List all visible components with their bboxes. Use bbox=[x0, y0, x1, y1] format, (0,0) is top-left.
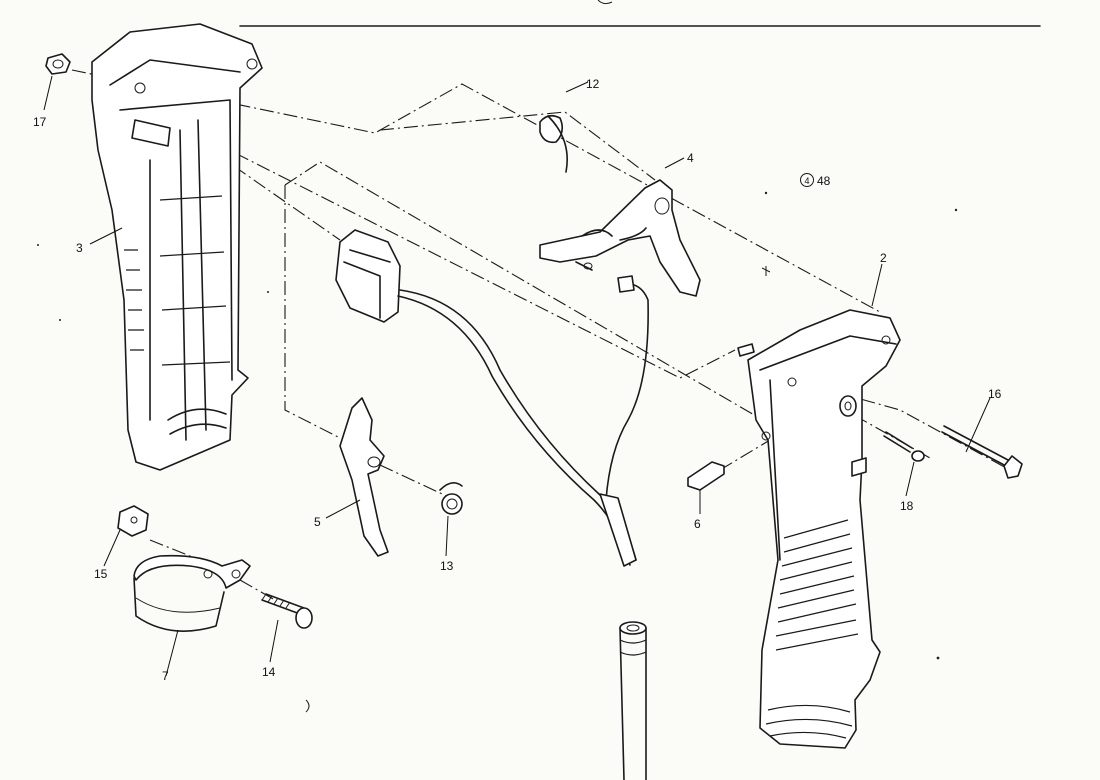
reference-code: 4 48 bbox=[800, 173, 831, 188]
callout-14: 14 bbox=[262, 665, 276, 679]
callout-17: 17 bbox=[33, 115, 47, 129]
leader-lines bbox=[43, 75, 991, 677]
callout-15: 15 bbox=[94, 567, 108, 581]
reference-circle-icon bbox=[800, 173, 814, 187]
callout-7: 7 bbox=[162, 669, 169, 683]
callout-13: 13 bbox=[440, 559, 454, 573]
part-5-lock-lever bbox=[339, 397, 389, 557]
switch-assembly bbox=[335, 229, 649, 567]
part-3-left-handle bbox=[91, 23, 263, 471]
callout-16: 16 bbox=[988, 387, 1002, 401]
conduit-tube bbox=[619, 621, 647, 780]
callout-6: 6 bbox=[694, 517, 701, 531]
part-2-right-handle bbox=[737, 309, 901, 749]
part-15-square-nut bbox=[117, 505, 149, 537]
top-fragment bbox=[597, 0, 613, 5]
part-18-screw bbox=[883, 431, 925, 462]
part-14-screw bbox=[261, 593, 313, 629]
part-4-trigger-lever bbox=[539, 179, 701, 297]
part-6-block bbox=[687, 461, 725, 491]
reference-symbol: 4 bbox=[804, 176, 809, 186]
callout-5: 5 bbox=[314, 515, 321, 529]
callout-18: 18 bbox=[900, 499, 914, 513]
part-12-clip bbox=[539, 114, 568, 173]
callout-2: 2 bbox=[880, 251, 887, 265]
reference-number: 48 bbox=[817, 174, 831, 188]
specks bbox=[37, 191, 958, 713]
part-16-bolt bbox=[941, 425, 1023, 479]
part-17-nut bbox=[45, 53, 71, 75]
callout-3: 3 bbox=[76, 241, 83, 255]
part-7-clamp bbox=[133, 554, 251, 632]
part-13-spring bbox=[439, 482, 463, 515]
callout-12: 12 bbox=[586, 77, 600, 91]
callout-4: 4 bbox=[687, 151, 694, 165]
